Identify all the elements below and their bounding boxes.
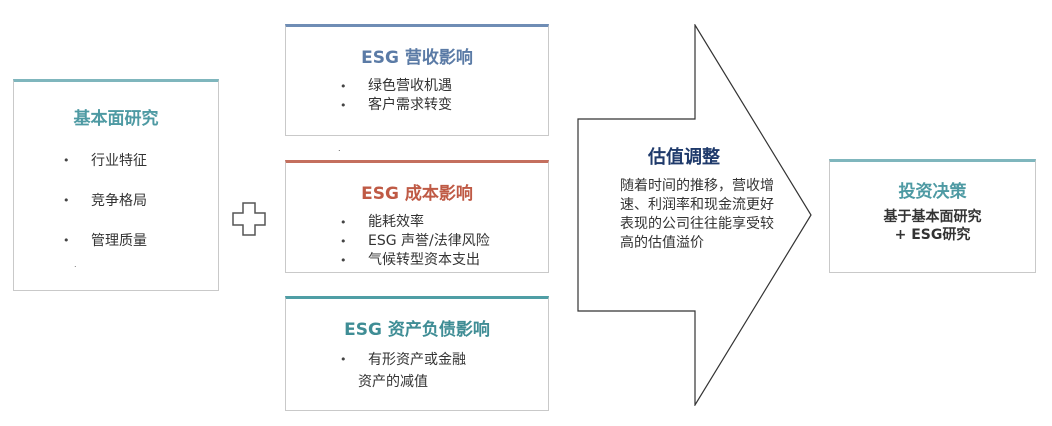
- esg-revenue-box: ESG 营收影响 绿色营收机遇 客户需求转变: [285, 24, 549, 136]
- list-item: 能耗效率: [340, 213, 490, 232]
- list-item: 绿色营收机遇: [340, 77, 452, 96]
- investment-decision-box: 投资决策 基于基本面研究 + ESG研究: [829, 159, 1036, 273]
- list-item: 有形资产或金融: [340, 349, 466, 371]
- investment-decision-title: 投资决策: [898, 182, 967, 202]
- esg-cost-title: ESG 成本影响: [361, 184, 473, 204]
- plus-icon: [232, 202, 266, 236]
- right-arrow-icon: [577, 24, 812, 406]
- valuation-adjustment-title: 估值调整: [648, 147, 720, 168]
- fundamental-research-list: 行业特征 竞争格局 管理质量: [63, 152, 147, 272]
- list-item: 气候转型资本支出: [340, 251, 490, 270]
- esg-cost-box: ESG 成本影响 能耗效率 ESG 声誉/法律风险 气候转型资本支出: [285, 160, 549, 273]
- esg-revenue-title: ESG 营收影响: [361, 48, 473, 68]
- esg-revenue-list: 绿色营收机遇 客户需求转变: [340, 77, 452, 115]
- fundamental-research-title: 基本面研究: [73, 109, 159, 129]
- esg-balance-sheet-box: ESG 资产负债影响 有形资产或金融 资产的减值: [285, 296, 549, 411]
- esg-cost-list: 能耗效率 ESG 声誉/法律风险 气候转型资本支出: [340, 213, 490, 270]
- valuation-adjustment-description: 随着时间的推移，营收增速、利润率和现金流更好表现的公司往往能享受较高的估值溢价: [620, 178, 774, 251]
- fundamental-research-box: 基本面研究 行业特征 竞争格局 管理质量 .: [13, 79, 219, 291]
- list-item-continuation: 资产的减值: [358, 374, 428, 390]
- list-item: 竞争格局: [63, 192, 147, 232]
- esg-balance-sheet-title: ESG 资产负债影响: [344, 320, 490, 340]
- separator-dot: .: [338, 144, 341, 153]
- trailing-dot: .: [74, 260, 77, 269]
- list-item: 管理质量: [63, 232, 147, 272]
- investment-decision-line: + ESG研究: [894, 227, 971, 243]
- investment-decision-line: 基于基本面研究: [883, 209, 982, 225]
- esg-balance-sheet-list: 有形资产或金融 资产的减值: [340, 349, 466, 393]
- list-item: 客户需求转变: [340, 96, 452, 115]
- list-item: ESG 声誉/法律风险: [340, 232, 490, 251]
- list-item: 行业特征: [63, 152, 147, 192]
